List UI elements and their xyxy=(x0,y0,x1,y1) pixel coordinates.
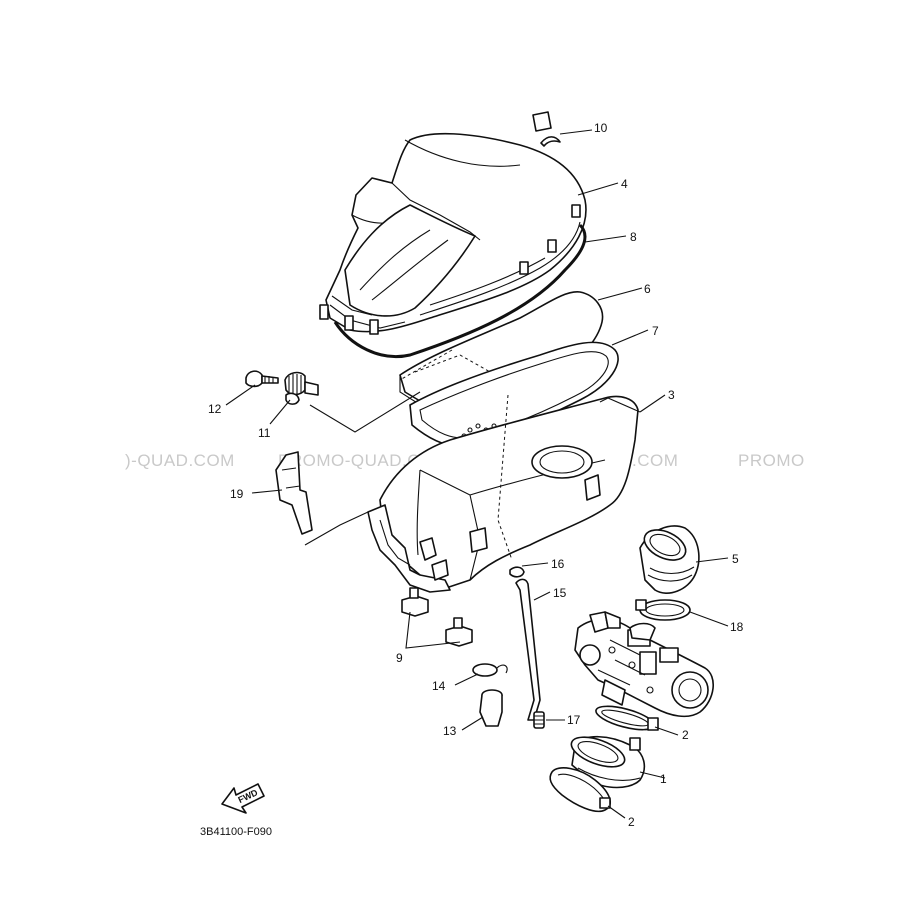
part-17-plug xyxy=(533,711,545,729)
callout-12: 12 xyxy=(208,402,222,416)
callout-2-upper: 2 xyxy=(682,728,689,742)
part-3-air-cleaner-case xyxy=(367,395,641,593)
part-18-clamp xyxy=(635,599,691,621)
callout-6: 6 xyxy=(644,282,651,296)
part-8-seal xyxy=(333,223,587,358)
part-11-fitting xyxy=(284,371,319,405)
part-10-sticker xyxy=(532,111,561,147)
part-14-drain-cap xyxy=(472,663,508,677)
watermark-text-4: PROMO xyxy=(738,451,805,470)
diagram-code: 3B41100-F090 xyxy=(200,826,272,838)
callout-10: 10 xyxy=(594,121,608,135)
callout-11: 11 xyxy=(258,426,271,440)
callout-8: 8 xyxy=(630,230,637,244)
part-4-air-cleaner-cap xyxy=(319,132,587,335)
part-13-drain-boot xyxy=(479,689,503,727)
callout-3: 3 xyxy=(668,388,675,402)
fwd-arrow-icon: FWD xyxy=(221,783,265,814)
callout-17: 17 xyxy=(567,713,581,727)
part-16-clip xyxy=(509,566,525,578)
part-12-screw xyxy=(245,370,279,388)
part-19-bracket xyxy=(275,451,313,535)
part-2-clamp-lower xyxy=(549,767,611,813)
callout-7: 7 xyxy=(652,324,659,338)
callout-18: 18 xyxy=(730,620,744,634)
callout-13: 13 xyxy=(443,724,457,738)
callout-19: 19 xyxy=(230,487,244,501)
callout-15: 15 xyxy=(553,586,567,600)
callout-9: 9 xyxy=(396,651,403,665)
callout-16: 16 xyxy=(551,557,565,571)
part-1-carb-joint xyxy=(570,735,646,789)
callout-5: 5 xyxy=(732,552,739,566)
watermark-text-1: )-QUAD.COM xyxy=(125,451,235,470)
callout-2-lower: 2 xyxy=(628,815,635,829)
callouts: 10 4 8 6 7 3 12 11 19 5 16 15 18 9 14 13… xyxy=(208,121,744,829)
callout-4: 4 xyxy=(621,177,628,191)
callout-14: 14 xyxy=(432,679,446,693)
callout-1: 1 xyxy=(660,772,667,786)
leader-lines xyxy=(225,129,729,819)
part-9-dampers xyxy=(401,587,473,647)
part-15-hose xyxy=(515,578,541,721)
throttle-body xyxy=(574,611,714,718)
part-2-clamp-upper xyxy=(595,705,659,731)
part-5-intake-joint xyxy=(639,525,700,594)
